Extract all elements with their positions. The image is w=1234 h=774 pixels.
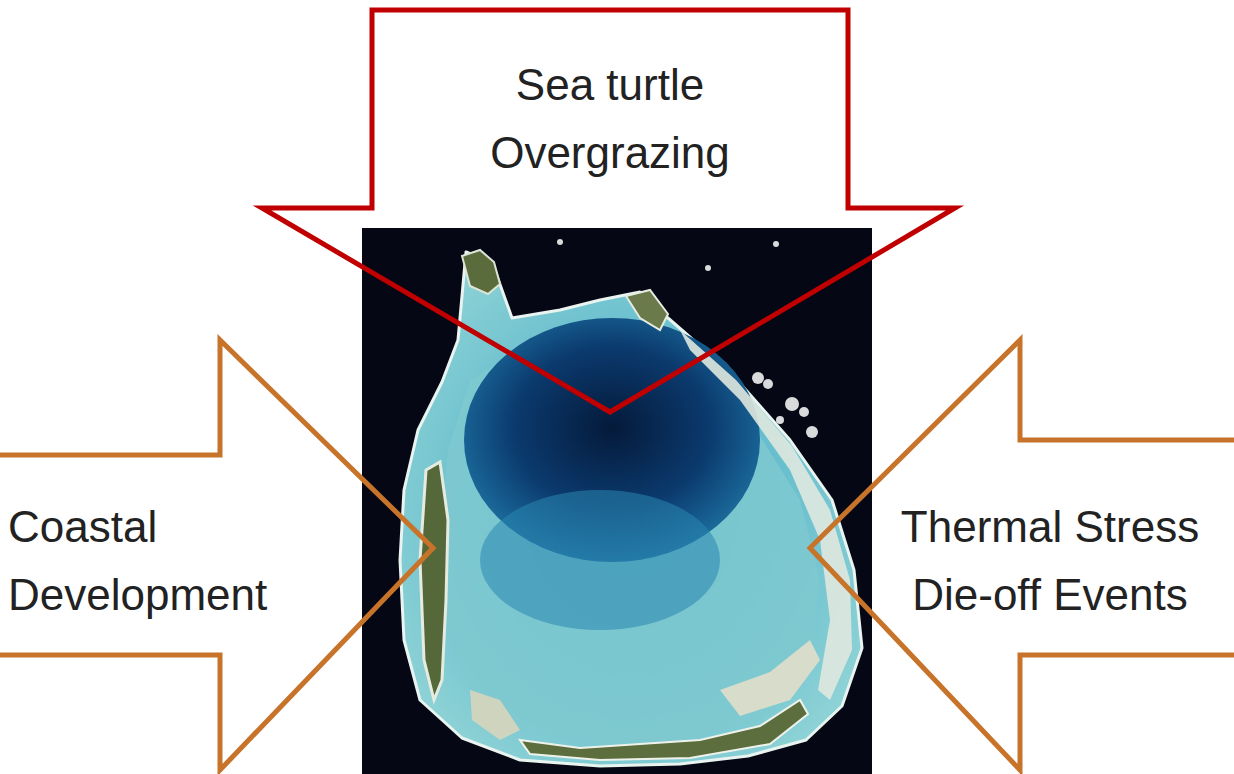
arrow-outline bbox=[0, 340, 433, 770]
northeast-island bbox=[626, 290, 668, 330]
southwest-island bbox=[470, 690, 520, 740]
west-island bbox=[420, 462, 448, 700]
north-island bbox=[462, 250, 500, 294]
arrow-shape bbox=[0, 340, 433, 770]
east-rim bbox=[680, 330, 852, 700]
lagoon-patch bbox=[480, 490, 720, 630]
pressure-label: Coastal Development bbox=[8, 493, 348, 629]
pressure-label: Thermal Stress Die-off Events bbox=[875, 493, 1225, 629]
clouds bbox=[557, 239, 818, 438]
arrow-shape bbox=[262, 10, 955, 412]
arrow-shape bbox=[810, 340, 1234, 770]
southeast-island bbox=[720, 640, 820, 716]
pressure-arrow-right: Coastal Development bbox=[0, 340, 433, 770]
pressure-arrow-left: Thermal Stress Die-off Events bbox=[810, 340, 1234, 770]
pressure-label: Sea turtle Overgrazing bbox=[460, 51, 760, 187]
pressure-arrow-down: Sea turtle Overgrazing bbox=[262, 10, 955, 412]
south-island bbox=[520, 700, 808, 760]
arrow-outline bbox=[810, 340, 1234, 770]
